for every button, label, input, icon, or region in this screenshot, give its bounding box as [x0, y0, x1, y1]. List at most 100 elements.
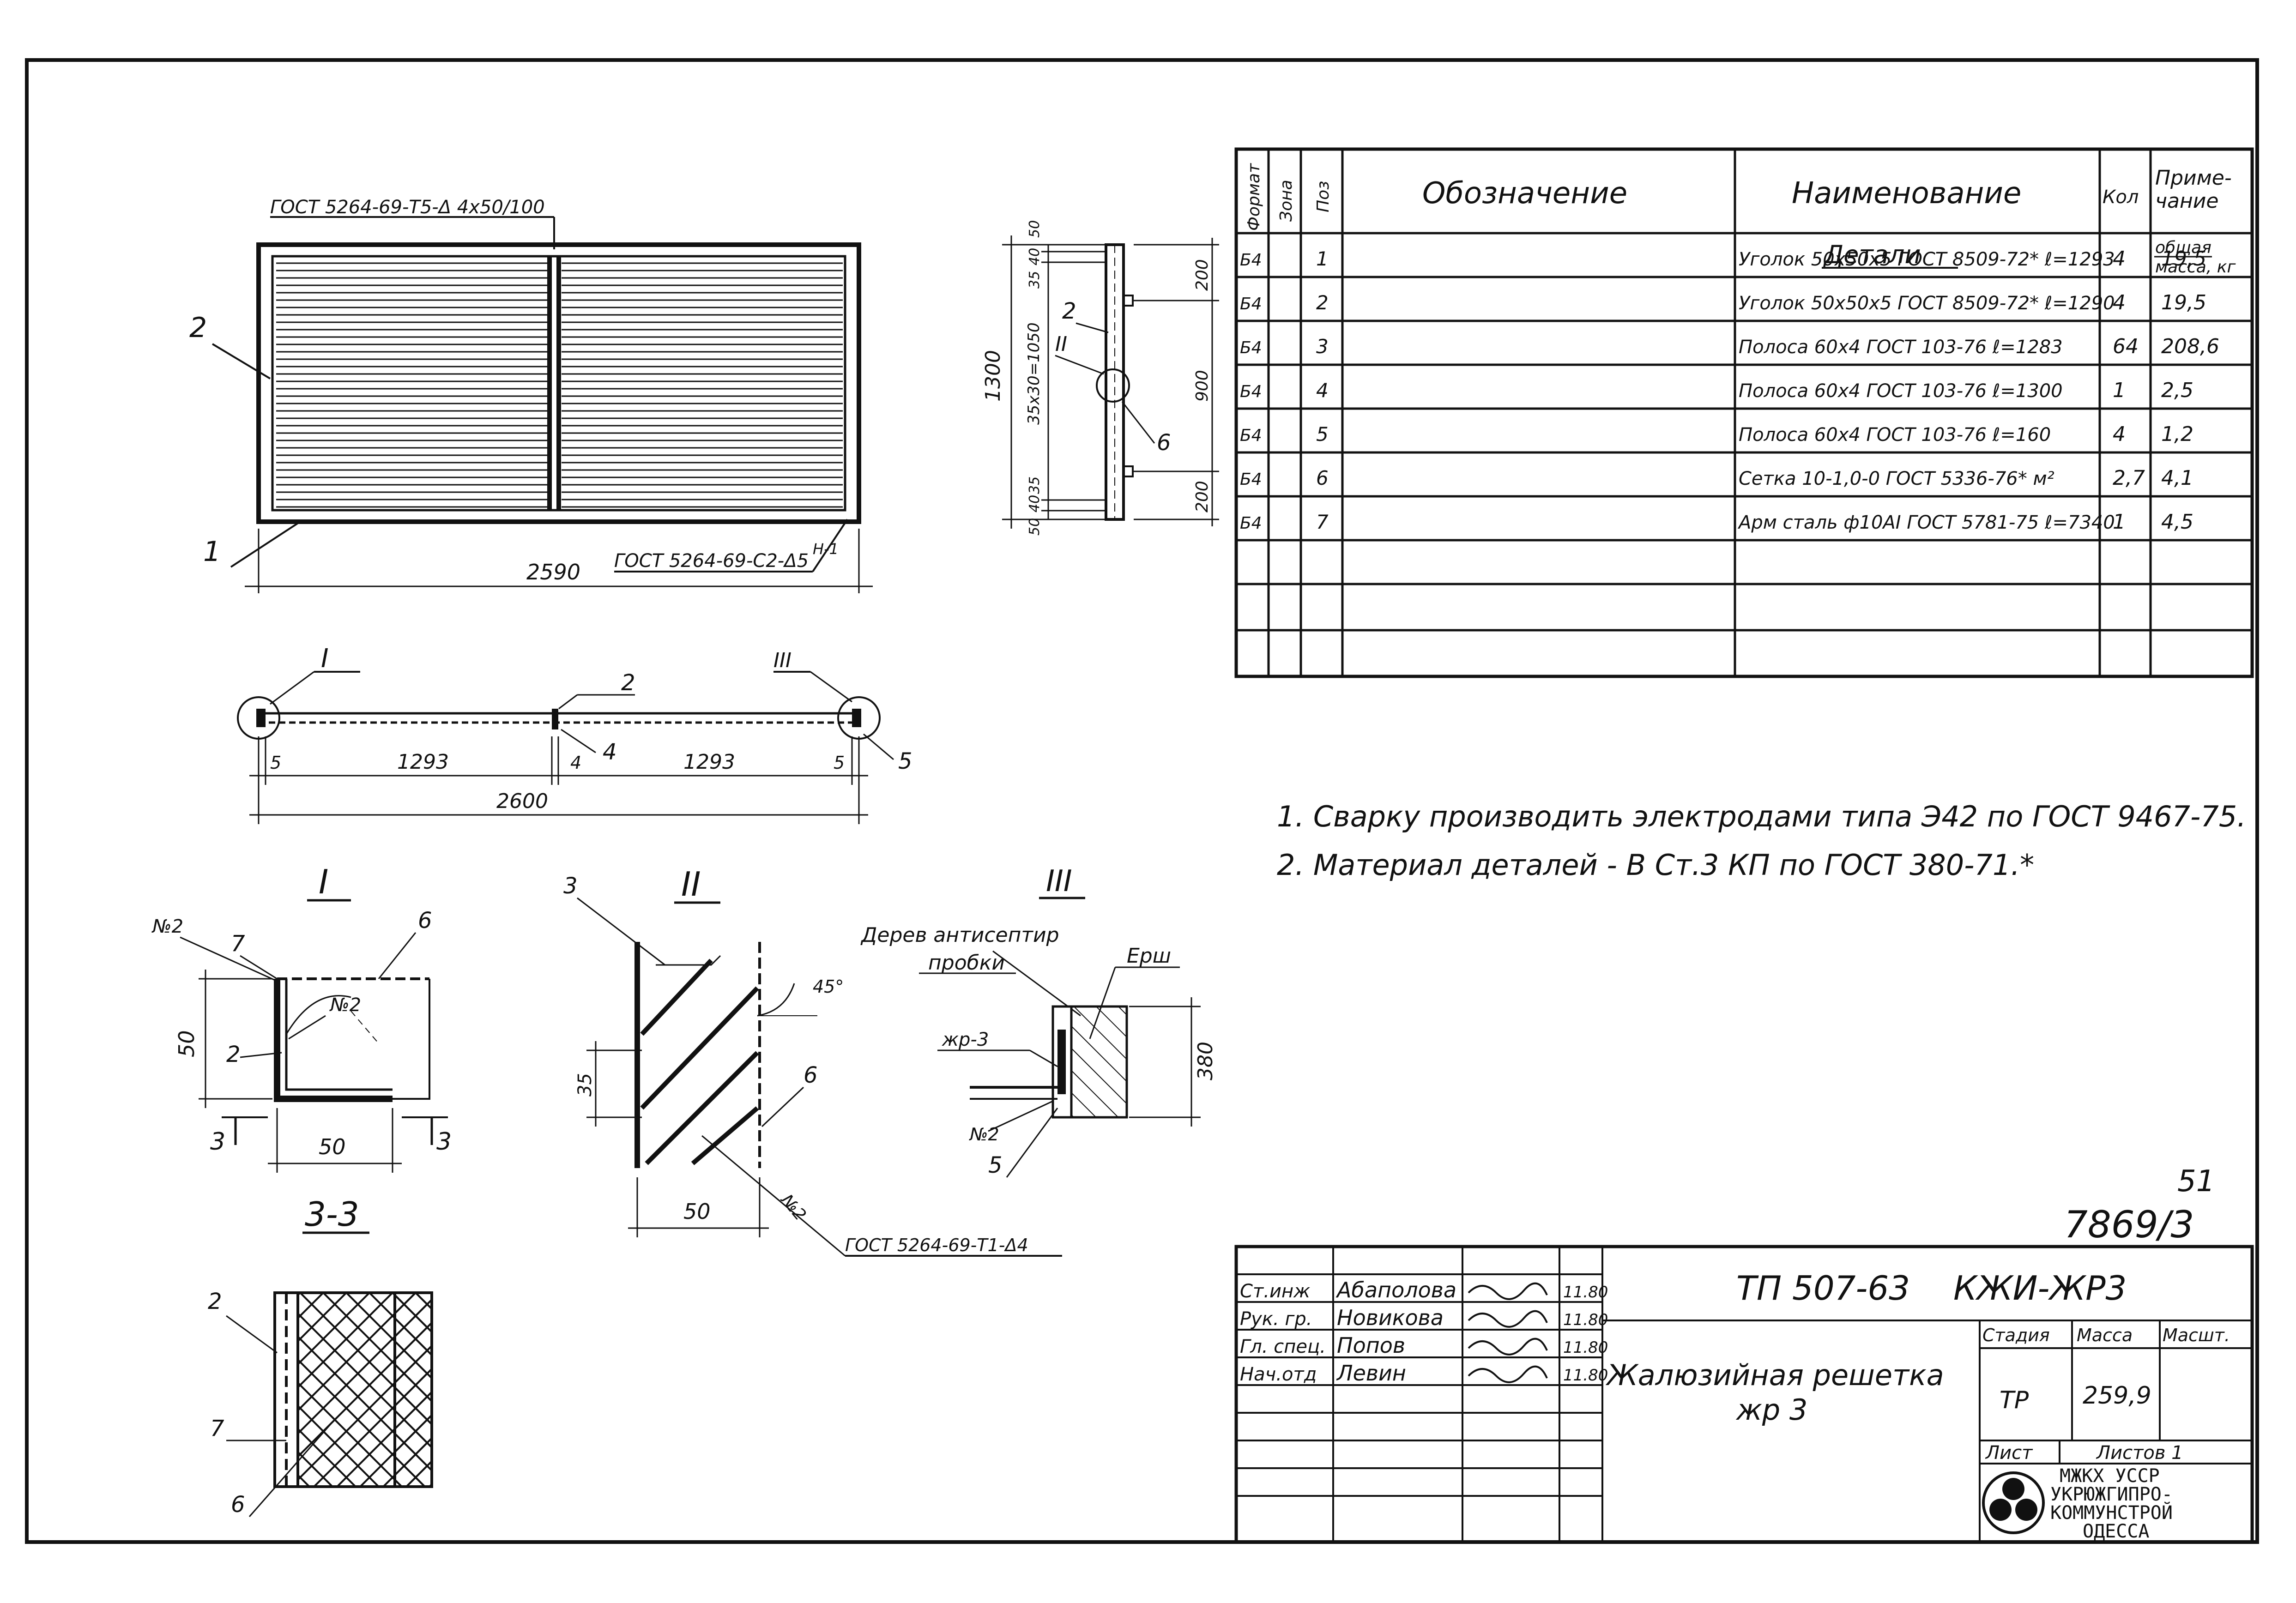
signature-name: Абаполова	[1335, 1278, 1456, 1302]
detail-I-n6: 6	[418, 908, 432, 934]
detail-III-n5: 5	[988, 1152, 1003, 1178]
spec-format-cell: Б4	[1240, 514, 1262, 533]
detail-I-title: I	[319, 862, 328, 901]
side-view: 1300 50 40 35 35x30=1050 35 40 50 200 90…	[981, 220, 1219, 536]
org-line2: УКРЮЖГИПРО-	[2050, 1484, 2173, 1505]
spec-qty-cell: 1	[2113, 510, 2126, 534]
title-doc-code: ТП 507-63	[1736, 1269, 1910, 1308]
spec-pos-cell: 7	[1316, 511, 1329, 533]
sheet-number: 51	[2177, 1164, 2215, 1199]
section-dim-5a: 5	[270, 753, 281, 773]
spec-format-cell: Б4	[1240, 251, 1262, 270]
spec-pos-cell: 4	[1316, 379, 1329, 402]
spec-pos-cell: 1	[1316, 247, 1329, 270]
col-header-designation: Обозначение	[1422, 176, 1627, 211]
plan-weld-bottom: ГОСТ 5264-69-С2-Δ5	[614, 550, 809, 572]
sheets-label: Листов 1	[2096, 1442, 2183, 1464]
detail-II-angle: 45°	[813, 976, 844, 997]
section-node-III: III	[773, 649, 792, 672]
spec-name-cell: Уголок 50x50x5 ГОСТ 8509-72* ℓ=1290	[1739, 293, 2115, 314]
detail-II-title: II	[681, 865, 701, 904]
org-line1: МЖКХ УССР	[2060, 1465, 2160, 1487]
section-dim-5b: 5	[834, 753, 845, 773]
signature-scribble	[1468, 1338, 1548, 1356]
side-height-dim: 1300	[981, 350, 1005, 402]
spec-format-cell: Б4	[1240, 470, 1262, 489]
spec-qty-cell: 4	[2113, 422, 2126, 446]
col-header-format: Формат	[1245, 163, 1263, 231]
spec-note-cell: 2,5	[2161, 379, 2193, 402]
plan-weld-top: ГОСТ 5264-69-Т5-Δ 4x50/100	[270, 197, 545, 218]
spec-pos-cell: 2	[1316, 291, 1329, 314]
side-dim-50-bot: 50	[1027, 518, 1043, 536]
side-dim-40-top: 40	[1027, 248, 1043, 265]
section-node-I: I	[321, 644, 329, 674]
spec-pos-cell: 6	[1316, 467, 1329, 489]
org-line3: КОММУНСТРОЙ	[2050, 1501, 2173, 1524]
signature-role: Нач.отд	[1240, 1364, 1317, 1385]
side-dim-200-bot: 200	[1193, 481, 1212, 512]
notes: 1. Сварку производить электродами типа Э…	[1277, 800, 2246, 882]
spec-pos-cell: 3	[1316, 335, 1329, 358]
side-dim-35-top: 35	[1027, 271, 1043, 289]
detail-II-n3: 3	[563, 873, 578, 899]
detail-I: I №2 7 6 №2 50 2 50 3 3	[151, 862, 452, 1173]
detail-II-n2: №2	[777, 1190, 810, 1224]
side-dim-main: 35x30=1050	[1025, 322, 1043, 425]
plan-weld-suffix: Н-1	[813, 540, 839, 558]
detail-III-n2: №2	[969, 1124, 999, 1145]
detail-I-n2: 2	[226, 1042, 241, 1067]
detail-I-cut3-right: 3	[436, 1128, 452, 1156]
plan-pos-1: 1	[203, 536, 221, 568]
signature-name: Левин	[1336, 1361, 1406, 1386]
spec-name-cell: Полоса 60x4 ГОСТ 103-76 ℓ=160	[1739, 424, 2051, 446]
section-dim-1293a: 1293	[397, 750, 449, 774]
plan-width-dim: 2590	[526, 560, 580, 585]
sheet-label: Лист	[1985, 1442, 2033, 1464]
section-view: I III 2 4 5 5 1293 4 1293 5 2600	[237, 644, 912, 824]
side-dim-200-top: 200	[1193, 259, 1212, 291]
side-dim-40-bot: 40	[1027, 495, 1043, 512]
side-pos-2: 2	[1062, 298, 1076, 324]
spec-note-cell: 4,5	[2161, 510, 2193, 534]
spec-pos-cell: 5	[1316, 423, 1329, 446]
section-pos-4: 4	[603, 739, 617, 765]
spec-qty-cell: 4	[2113, 291, 2126, 314]
spec-name-cell: Полоса 60x4 ГОСТ 103-76 ℓ=1283	[1739, 337, 2063, 358]
spec-format-cell: Б4	[1240, 295, 1262, 313]
detail-III-ersh: Ерш	[1127, 944, 1171, 968]
side-dim-900: 900	[1193, 370, 1212, 402]
spec-format-cell: Б4	[1240, 338, 1262, 357]
spec-name-cell: Арм сталь ф10АI ГОСТ 5781-75 ℓ=7340	[1737, 512, 2115, 533]
spec-format-cell: Б4	[1240, 426, 1262, 445]
detail-I-n2-mid: №2	[329, 994, 361, 1016]
section-pos-5: 5	[898, 748, 912, 774]
org-line4: ОДЕССА	[2083, 1521, 2150, 1542]
detail-I-h50: 50	[174, 1030, 199, 1057]
detail-II-d35: 35	[574, 1073, 596, 1097]
signature-role: Гл. спец.	[1240, 1336, 1326, 1357]
spec-note-cell: 19,5	[2161, 247, 2206, 271]
spec-note-cell: 19,5	[2161, 291, 2206, 314]
section-dim-4: 4	[570, 753, 581, 773]
signature-name: Новикова	[1337, 1305, 1444, 1330]
side-node-II: II	[1055, 332, 1067, 356]
spec-note-cell: 4,1	[2161, 466, 2193, 490]
detail-II-weld: ГОСТ 5264-69-Т1-Δ4	[845, 1235, 1028, 1255]
col-header-zone: Зона	[1277, 180, 1296, 222]
detail-II-n6: 6	[804, 1062, 818, 1088]
col-header-pos: Поз	[1314, 181, 1333, 212]
col-header-note: Приме-	[2155, 166, 2232, 190]
signature-date: 11.80	[1563, 1366, 1608, 1385]
spec-format-cell: Б4	[1240, 382, 1262, 401]
section-33-n6: 6	[231, 1492, 245, 1518]
side-dim-50-top: 50	[1027, 220, 1043, 238]
section-33-n2: 2	[208, 1289, 222, 1314]
side-pos-6: 6	[1157, 430, 1171, 456]
detail-I-n2-top: №2	[151, 916, 183, 937]
spec-name-cell: Уголок 50x50x5 ГОСТ 8509-72* ℓ=1293	[1739, 249, 2115, 270]
detail-III-zhr: жр-3	[942, 1029, 989, 1050]
spec-note-cell: 208,6	[2161, 335, 2219, 358]
section-pos-2: 2	[621, 670, 635, 696]
